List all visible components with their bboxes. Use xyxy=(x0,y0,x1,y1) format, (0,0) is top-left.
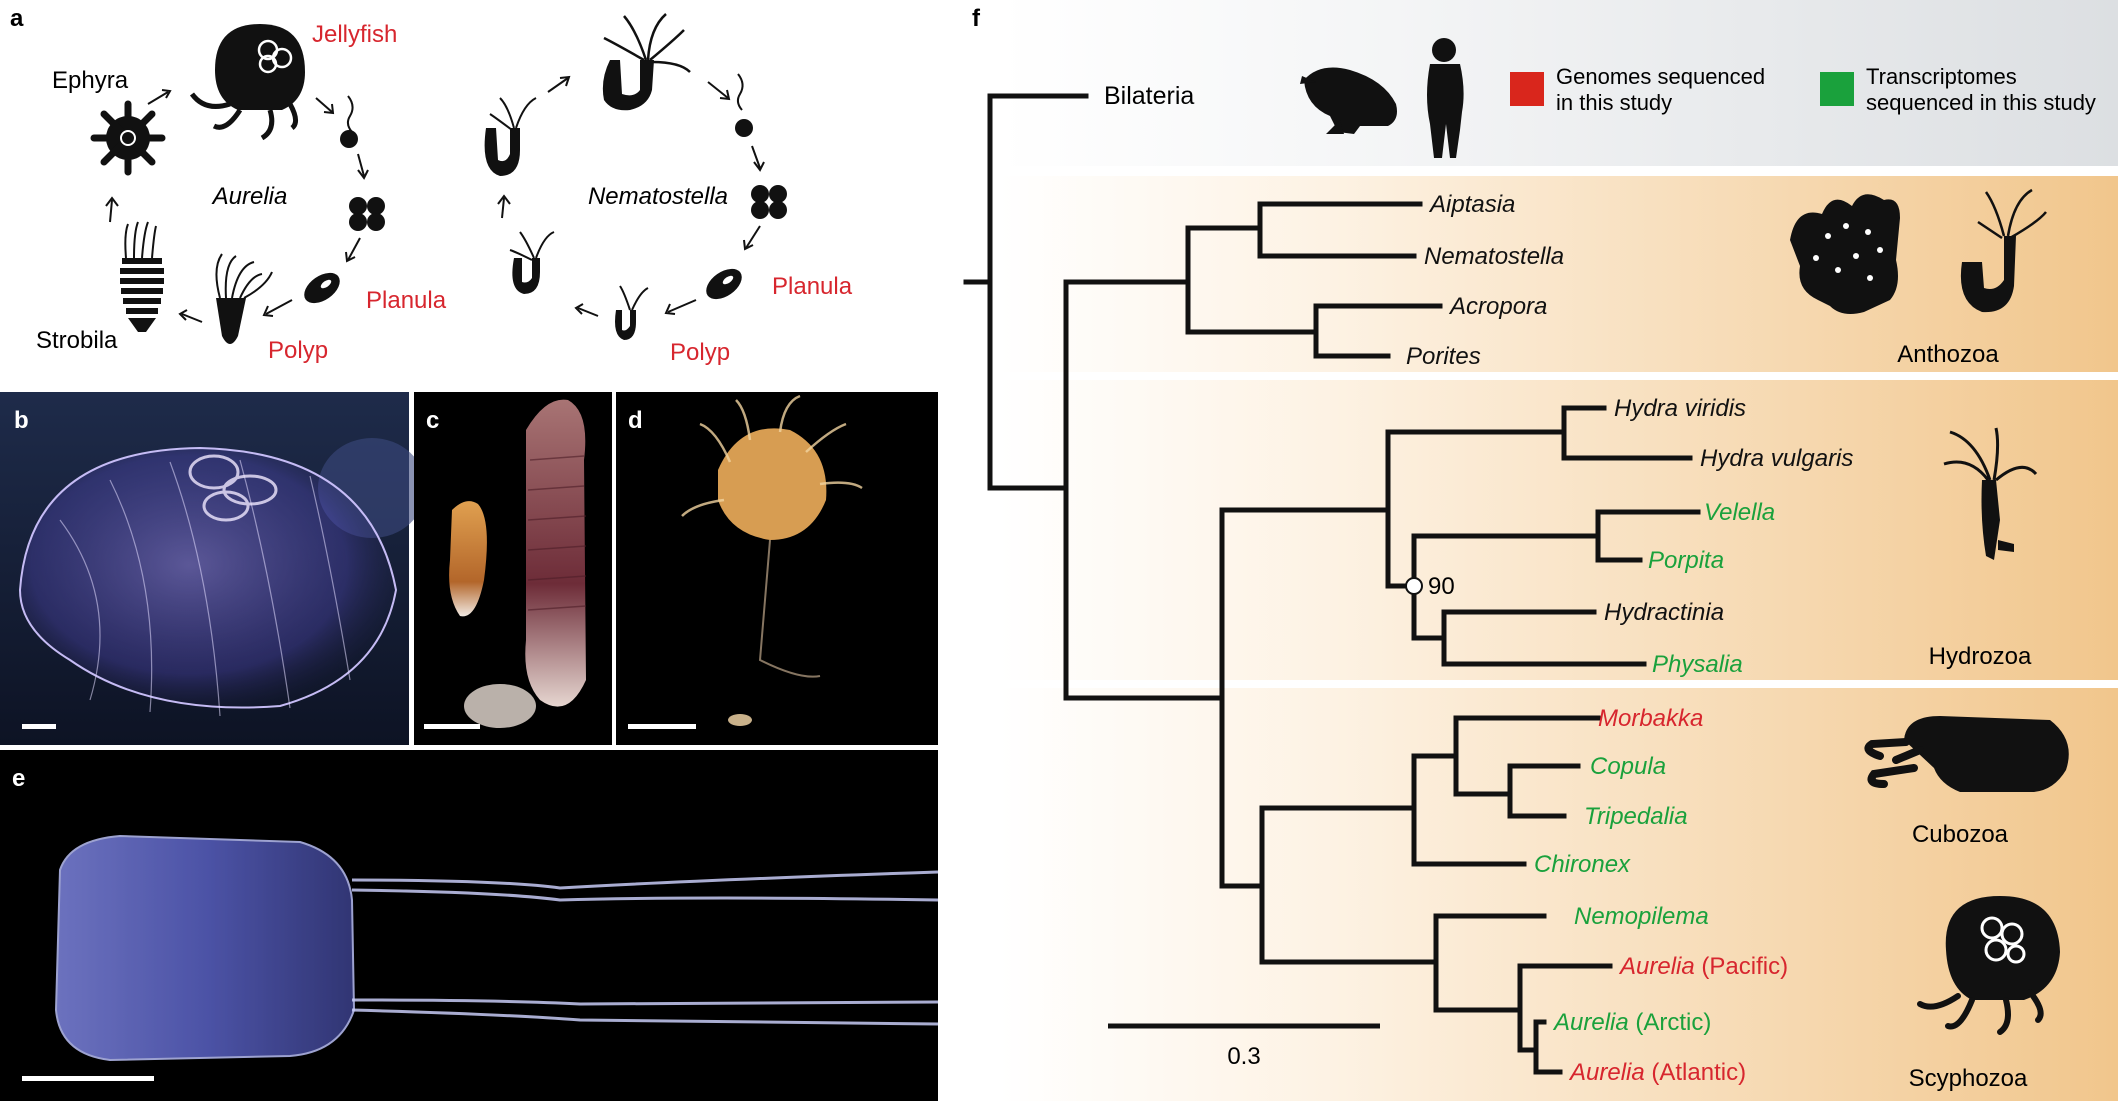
box-jellyfish-photo xyxy=(54,834,356,1062)
planula-larva-icon xyxy=(304,272,340,304)
legend-swatch-transcriptomes xyxy=(1820,72,1854,106)
scale-bar-c xyxy=(424,724,480,729)
clade-hydrozoa-label: Hydrozoa xyxy=(1929,643,2032,670)
egg-icon xyxy=(340,130,358,148)
nematostella-planula-label: Planula xyxy=(772,273,853,300)
legend-swatch-genomes xyxy=(1510,72,1544,106)
taxon-velella: Velella xyxy=(1704,499,1775,526)
legend-transcriptomes-line1: Transcriptomes xyxy=(1866,64,2017,89)
taxon-copula: Copula xyxy=(1590,753,1666,780)
aurelia-cycle-arrows xyxy=(105,89,369,323)
taxon-aurelia-atlantic: Aurelia (Atlantic) xyxy=(1568,1059,1746,1086)
stage-jellyfish-label: Jellyfish xyxy=(312,21,397,48)
panel-a-label: a xyxy=(10,5,24,32)
panel-c-label: c xyxy=(426,407,439,434)
panel-c: c xyxy=(414,392,612,745)
aurelia-life-cycle: Aurelia Ephyra Jellyfish Planula Polyp S… xyxy=(36,21,447,364)
band-hydrozoa xyxy=(1000,380,2118,680)
support-node xyxy=(1405,577,1423,595)
nematostella-young-polyp-icon xyxy=(509,231,555,294)
nematostella-cycle-arrows xyxy=(497,75,765,317)
legend-genomes-line2: in this study xyxy=(1556,90,1672,115)
strobila-icon xyxy=(120,221,164,332)
nematostella-egg-icon xyxy=(735,119,753,137)
moon-jellyfish-icon xyxy=(1917,896,2060,1035)
node-support-label: 90 xyxy=(1428,573,1455,600)
scale-bar-d xyxy=(628,724,696,729)
stage-planula-label: Planula xyxy=(366,287,447,314)
scale-bar-b xyxy=(22,724,56,729)
nematostella-adult-icon xyxy=(602,13,691,111)
nematostella-cleavage-icon xyxy=(751,185,787,219)
taxon-porpita: Porpita xyxy=(1648,547,1724,574)
aurelia-cycle-title: Aurelia xyxy=(211,183,288,210)
panel-d-label: d xyxy=(628,407,643,434)
taxon-aurelia-arctic: Aurelia (Arctic) xyxy=(1552,1009,1711,1036)
taxon-nemopilema: Nemopilema xyxy=(1574,903,1709,930)
jellyfish-icon xyxy=(189,24,305,141)
taxon-aurelia-pacific: Aurelia (Pacific) xyxy=(1618,953,1788,980)
nematostella-life-cycle: Nematostella Planula Polyp xyxy=(484,13,853,366)
legend-genomes-line1: Genomes sequenced xyxy=(1556,64,1765,89)
panel-d: d xyxy=(616,392,938,745)
nematostella-sperm-icon xyxy=(736,73,744,111)
nematostella-cycle-title: Nematostella xyxy=(588,183,728,210)
taxon-morbakka: Morbakka xyxy=(1598,705,1703,732)
panel-e-label: e xyxy=(12,765,25,792)
legend-transcriptomes-line2: sequenced in this study xyxy=(1866,90,2096,115)
stage-polyp-label: Polyp xyxy=(268,337,328,364)
panel-b: b xyxy=(0,392,426,745)
moon-jellyfish-photo xyxy=(18,446,398,709)
taxon-chironex: Chironex xyxy=(1534,851,1631,878)
ephyra-icon xyxy=(90,100,166,176)
scale-bar-e xyxy=(22,1076,154,1081)
hydra-icon xyxy=(1943,427,2038,560)
clade-cubozoa-label: Cubozoa xyxy=(1912,821,2009,848)
box-jellyfish-icon xyxy=(1864,716,2069,792)
coral-icon xyxy=(1790,194,1900,314)
panel-a: a Aurelia Ephyra Jellyfish Planula Polyp… xyxy=(10,5,853,366)
clade-scyphozoa-label: Scyphozoa xyxy=(1909,1065,2028,1092)
polyp-icon xyxy=(215,253,273,344)
stage-ephyra-label: Ephyra xyxy=(52,67,129,94)
anemone-icon xyxy=(1960,188,2047,313)
frog-icon xyxy=(1300,67,1397,134)
panel-e: e xyxy=(0,750,939,1101)
phylogenetic-tree xyxy=(963,93,1701,1075)
taxon-aiptasia: Aiptasia xyxy=(1428,191,1515,218)
strobila-photo xyxy=(525,399,586,707)
taxon-tripedalia: Tripedalia xyxy=(1584,803,1688,830)
strobila-small-photo xyxy=(449,501,487,617)
stage-strobila-label: Strobila xyxy=(36,327,118,354)
nematostella-planula-icon xyxy=(706,268,742,300)
panel-b-label: b xyxy=(14,407,29,434)
cleavage-icon xyxy=(349,197,385,231)
taxon-physalia: Physalia xyxy=(1652,651,1743,678)
panel-f: f Genomes sequenced in this study Transc… xyxy=(963,0,2118,1101)
tree-scale-label: 0.3 xyxy=(1227,1043,1260,1070)
taxon-hydra-vulgaris: Hydra vulgaris xyxy=(1700,445,1853,472)
taxon-labels: Aiptasia Nematostella Acropora Porites H… xyxy=(1406,191,1853,1086)
clade-anthozoa-label: Anthozoa xyxy=(1897,341,1999,368)
taxon-acropora: Acropora xyxy=(1448,293,1547,320)
taxon-porites: Porites xyxy=(1406,343,1481,370)
band-bilateria xyxy=(1000,0,2118,166)
human-icon xyxy=(1427,38,1464,158)
taxon-hydractinia: Hydractinia xyxy=(1604,599,1724,626)
nematostella-juvenile-icon xyxy=(484,97,537,176)
nematostella-small-polyp-icon xyxy=(615,285,649,340)
panel-f-label: f xyxy=(972,5,981,32)
outgroup-label: Bilateria xyxy=(1104,82,1194,110)
polyp-photo xyxy=(718,428,827,540)
nematostella-polyp-label: Polyp xyxy=(670,339,730,366)
taxon-hydra-viridis: Hydra viridis xyxy=(1614,395,1746,422)
taxon-nematostella: Nematostella xyxy=(1424,243,1564,270)
legend: Genomes sequenced in this study Transcri… xyxy=(1510,64,2096,115)
